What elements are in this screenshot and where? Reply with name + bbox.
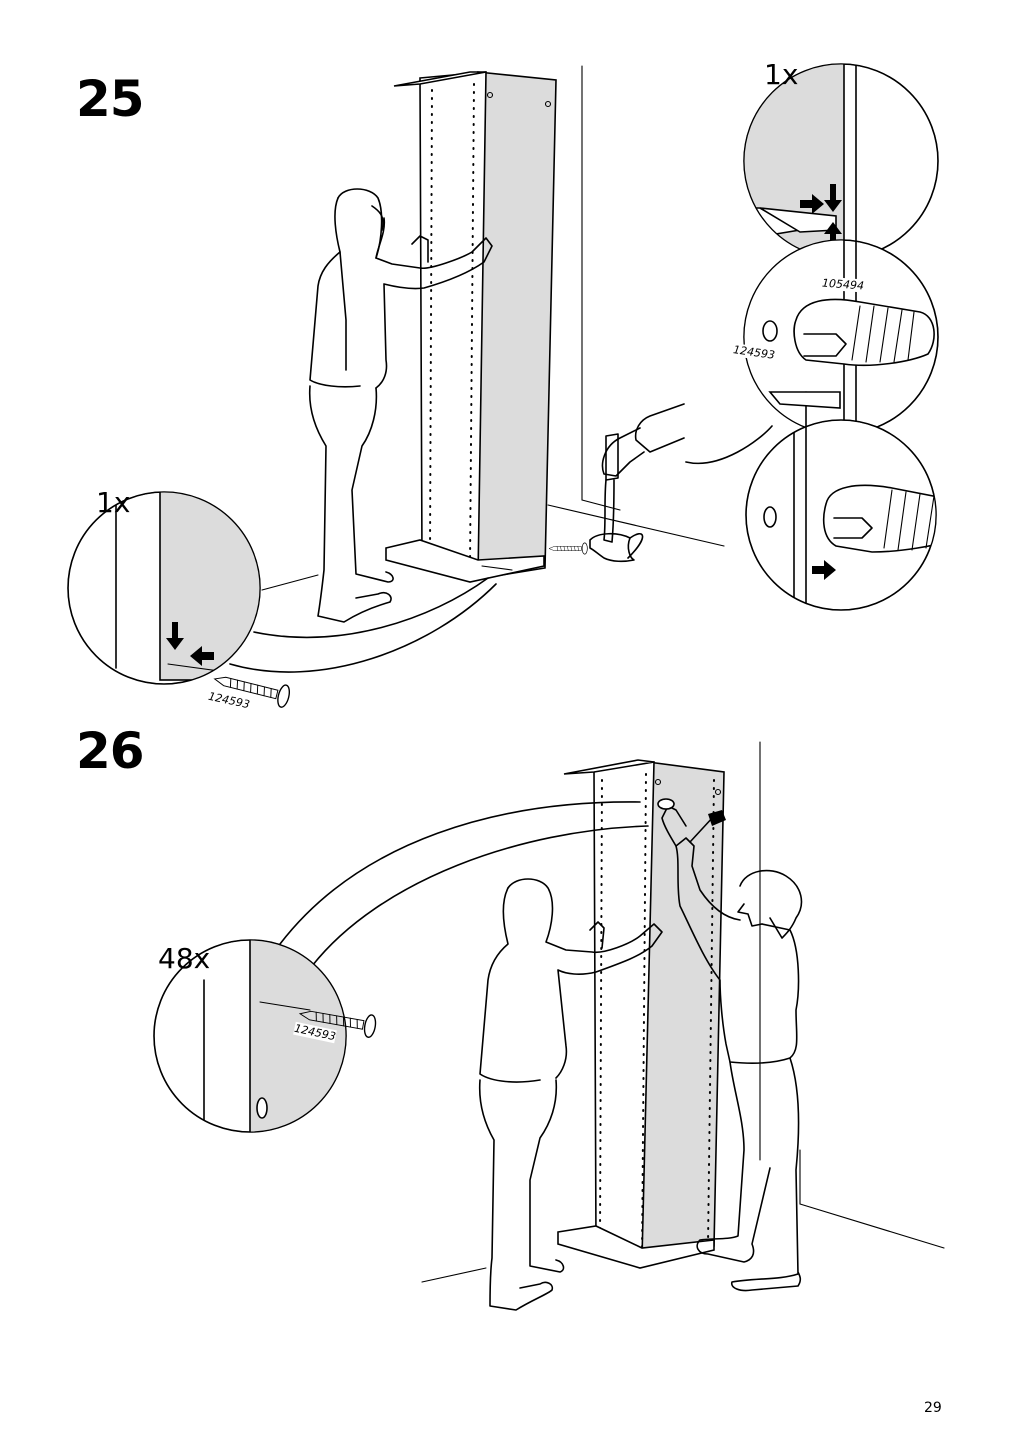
- quantity-label: 1x: [96, 486, 131, 519]
- detail-nail-holder: [743, 239, 939, 435]
- page-number: 29: [924, 1400, 942, 1416]
- step-number-26: 26: [76, 722, 145, 780]
- step-number-25: 25: [76, 70, 145, 128]
- nail-icon: [548, 542, 588, 555]
- detail-nail-insert: [745, 419, 937, 611]
- detail-floor-nail: [67, 491, 261, 685]
- person-figure-step25: [308, 188, 493, 623]
- person-figure-step26-left: [478, 878, 663, 1311]
- cabinet-step26: [557, 759, 725, 1269]
- hammer-icon: [589, 403, 685, 563]
- quantity-label: 48x: [158, 942, 211, 975]
- quantity-label: 1x: [764, 58, 799, 91]
- cabinet-step25: [385, 71, 557, 583]
